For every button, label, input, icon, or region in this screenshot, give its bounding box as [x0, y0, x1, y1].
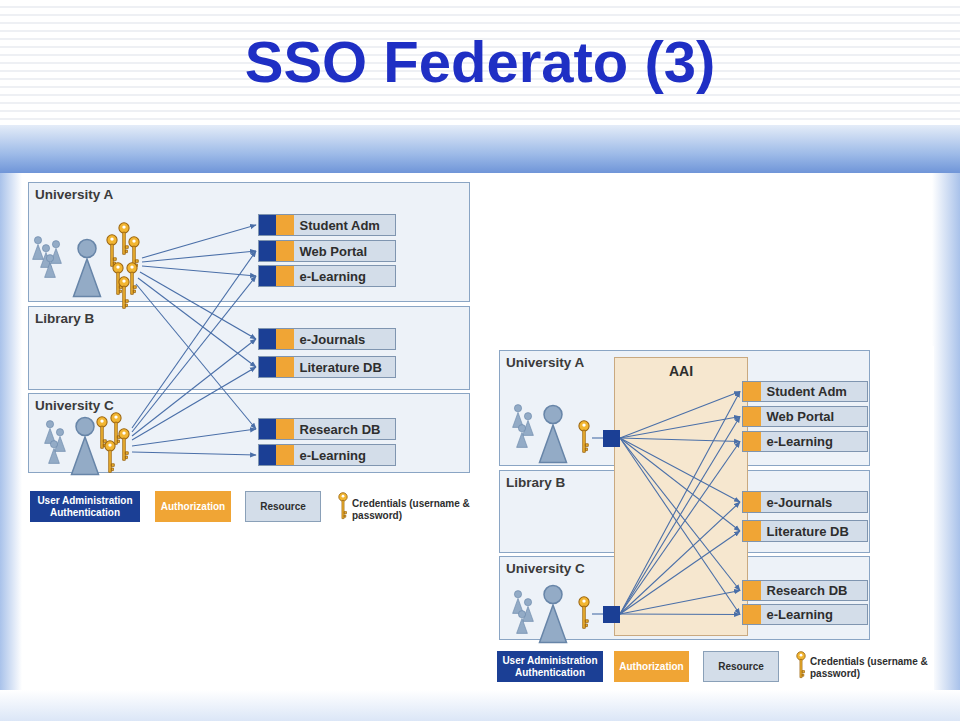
band-heading: University A: [35, 187, 113, 202]
resource-box: Web Portal: [742, 406, 868, 427]
authorization-square: [743, 581, 761, 600]
authentication-square: [259, 357, 276, 377]
resource-box: e-Journals: [742, 491, 868, 513]
resource-label: Web Portal: [767, 409, 835, 424]
legend-text: Credentials (username & password): [352, 498, 492, 522]
band-heading: Library B: [506, 475, 565, 490]
legend-swatch: User Administration Authentication: [30, 491, 140, 522]
resource-box: Literature DB: [742, 520, 868, 542]
resource-label: e-Learning: [767, 434, 833, 449]
resource-label: Literature DB: [300, 359, 382, 374]
band-heading: University A: [506, 355, 584, 370]
resource-label: e-Journals: [300, 331, 366, 346]
resource-box: Research DB: [258, 418, 396, 440]
resource-label: Web Portal: [300, 243, 368, 258]
authentication-square: [259, 419, 276, 439]
legend-swatch: Authorization: [614, 651, 689, 682]
authorization-square: [276, 241, 294, 261]
authorization-square: [743, 407, 761, 426]
authorization-square: [743, 492, 761, 512]
user-icons: [33, 237, 567, 643]
resource-box: Student Adm: [258, 214, 396, 236]
resource-box: Research DB: [742, 580, 868, 601]
legend-entry: Credentials (username & password): [810, 656, 950, 680]
resource-label: e-Learning: [767, 607, 833, 622]
header-bar: [0, 125, 960, 173]
resource-box: Web Portal: [258, 240, 396, 262]
authorization-square: [743, 521, 761, 541]
authorization-square: [276, 215, 294, 235]
resource-box: e-Learning: [742, 431, 868, 452]
resource-label: e-Learning: [300, 447, 366, 462]
resource-box: Student Adm: [742, 381, 868, 402]
access-lines: [132, 225, 740, 615]
bottom-gradient: [0, 690, 960, 721]
authorization-square: [743, 605, 761, 624]
legend-text: Authorization: [161, 501, 225, 513]
resource-label: Literature DB: [767, 523, 849, 538]
resource-label: Research DB: [767, 583, 848, 598]
authorization-square: [276, 329, 294, 349]
resource-box: e-Learning: [258, 444, 396, 466]
side-gradient: [0, 173, 22, 721]
authorization-square: [743, 432, 761, 451]
legend-swatch: Resource: [245, 491, 321, 522]
resource-label: Research DB: [300, 421, 381, 436]
authentication-square: [259, 241, 276, 261]
authorization-square: [276, 445, 294, 465]
authentication-point: [603, 430, 620, 623]
authorization-square: [743, 382, 761, 401]
resource-box: Literature DB: [258, 356, 396, 378]
authorization-square: [276, 357, 294, 377]
legend-text: Credentials (username & password): [810, 656, 950, 680]
resource-box: e-Journals: [258, 328, 396, 350]
resource-label: Student Adm: [767, 384, 847, 399]
resource-box: e-Learning: [742, 604, 868, 625]
slide-title: SSO Federato (3): [0, 28, 960, 95]
band-heading: University C: [35, 398, 114, 413]
legend-text: User Administration Authentication: [497, 655, 603, 679]
legend-text: Resource: [718, 661, 764, 673]
legend-swatch: Authorization: [155, 491, 231, 522]
legend-text: Authorization: [619, 661, 683, 673]
authentication-square: [259, 445, 276, 465]
resource-label: e-Learning: [300, 268, 366, 283]
legend-text: Resource: [260, 501, 306, 513]
authorization-square: [276, 419, 294, 439]
credential-keys: [97, 223, 805, 678]
region-label: AAI: [615, 363, 747, 379]
resource-label: Student Adm: [300, 217, 380, 232]
band-heading: Library B: [35, 311, 94, 326]
legend-text: User Administration Authentication: [30, 495, 140, 519]
band-heading: University C: [506, 561, 585, 576]
organization-band: Library B e-JournalsLiterature DB: [28, 306, 470, 390]
side-gradient: [932, 173, 960, 721]
authentication-square: [259, 329, 276, 349]
legend-swatch: User Administration Authentication: [497, 651, 603, 682]
legend-swatch: Resource: [703, 651, 779, 682]
title-text: SSO Federato (3): [245, 29, 716, 94]
legend-entry: Credentials (username & password): [352, 498, 492, 522]
credential-links: [592, 438, 603, 614]
authentication-square: [259, 215, 276, 235]
authorization-square: [276, 266, 294, 286]
resource-box: e-Learning: [258, 265, 396, 287]
resource-label: e-Journals: [767, 494, 833, 509]
authentication-square: [259, 266, 276, 286]
